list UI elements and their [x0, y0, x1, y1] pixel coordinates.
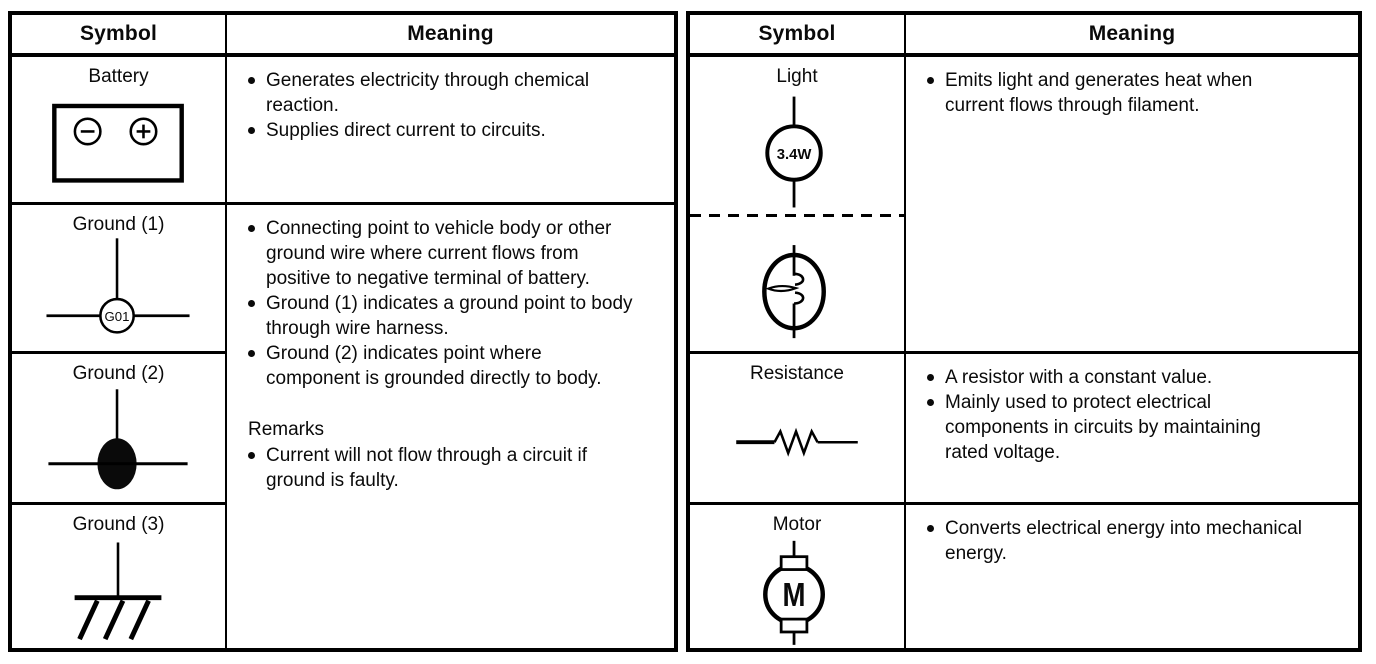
ground-2-symbol-icon [48, 389, 188, 490]
light-symbol-cell: Light 3.4W [690, 57, 906, 354]
bullet-icon [248, 300, 255, 307]
battery-label: Battery [88, 66, 149, 87]
resistance-meaning-cell: A resistor with a constant value. Mainly… [906, 354, 1358, 505]
motor-meaning-cell: Converts electrical energy into mechanic… [906, 505, 1358, 648]
light-wattage-label: 3.4W [777, 147, 812, 163]
left-symbol-header: Symbol [12, 15, 227, 57]
resistance-symbol-cell: Resistance [690, 354, 906, 505]
list-item: Converts electrical energy into mechanic… [927, 516, 1348, 566]
list-item: Ground (1) indicates a ground point to b… [248, 291, 664, 341]
battery-symbol-cell: Battery [12, 57, 227, 205]
list-item: Connecting point to vehicle body or othe… [248, 216, 664, 291]
meaning-header-label: Meaning [407, 22, 494, 45]
ground-1-symbol-icon: G01 [46, 238, 190, 334]
remarks-title: Remarks [248, 419, 325, 440]
list-item: A resistor with a constant value. [927, 365, 1348, 390]
bullet-icon [248, 350, 255, 357]
ground-3-symbol-icon [74, 542, 162, 641]
battery-meaning-cell: Generates electricity through chemical r… [227, 57, 674, 205]
ground1-terminal-label: G01 [105, 309, 130, 324]
motor-label: Motor [772, 514, 822, 535]
bullet-icon [927, 525, 934, 532]
dashed-divider [690, 214, 904, 217]
resistor-symbol-icon [736, 427, 858, 457]
list-item: Mainly used to protect electrical compon… [927, 390, 1348, 465]
motor-symbol-icon: M [763, 540, 825, 645]
right-meaning-header: Meaning [906, 15, 1358, 57]
battery-symbol-icon [52, 103, 184, 183]
symbol-header-label: Symbol [79, 22, 158, 45]
light-meaning-cell: Emits light and generates heat when curr… [906, 57, 1358, 354]
light-bulb-symbol-icon: 3.4W [762, 96, 826, 339]
bullet-icon [248, 77, 255, 84]
motor-symbol-cell: Motor M [690, 505, 906, 648]
light-label: Light [776, 66, 818, 87]
ground1-symbol-cell: Ground (1) G01 [12, 205, 227, 354]
bullet-icon [248, 127, 255, 134]
ground3-label: Ground (3) [72, 514, 165, 535]
right-symbol-table: Symbol Meaning Light 3.4W [686, 11, 1362, 652]
list-item: Ground (2) indicates point where compone… [248, 341, 664, 391]
ground-meaning-cell: Connecting point to vehicle body or othe… [227, 205, 674, 648]
left-meaning-header: Meaning [227, 15, 674, 57]
symbol-header-label: Symbol [758, 22, 836, 45]
motor-letter: M [783, 576, 806, 614]
left-symbol-table: Symbol Meaning Battery Generates electri… [8, 11, 678, 652]
ground1-label: Ground (1) [72, 214, 165, 235]
bullet-icon [927, 399, 934, 406]
list-item: Generates electricity through chemical r… [248, 68, 664, 118]
ground3-symbol-cell: Ground (3) [12, 505, 227, 648]
bullet-icon [248, 452, 255, 459]
bullet-icon [927, 374, 934, 381]
remarks-block: Remarks Current will not flow through a … [248, 417, 664, 493]
ground2-label: Ground (2) [72, 363, 165, 384]
list-item: Emits light and generates heat when curr… [927, 68, 1348, 118]
list-item: Supplies direct current to circuits. [248, 118, 664, 143]
bullet-icon [248, 225, 255, 232]
bullet-icon [927, 77, 934, 84]
resistance-label: Resistance [750, 363, 844, 384]
ground2-symbol-cell: Ground (2) [12, 354, 227, 505]
right-symbol-header: Symbol [690, 15, 906, 57]
meaning-header-label: Meaning [1088, 22, 1176, 45]
list-item: Current will not flow through a circuit … [248, 443, 664, 493]
